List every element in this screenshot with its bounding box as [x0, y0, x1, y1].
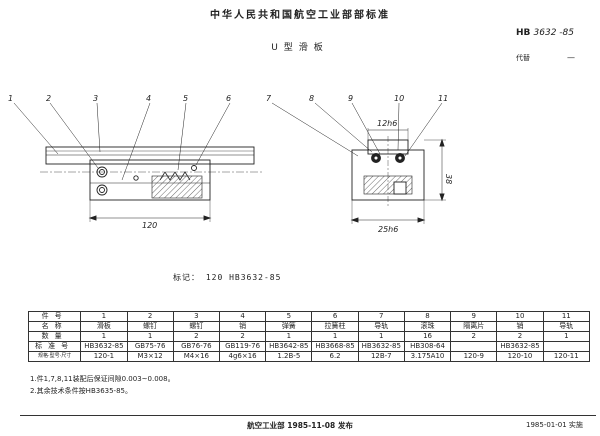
part-qty-cell: 2 [496, 331, 544, 342]
dim-slot: 12h6 [377, 119, 397, 128]
technical-drawing: 1 2 3 4 5 6 7 8 9 10 11 120 12h6 38 25h6 [8, 94, 453, 234]
part-name-cell: 销 [496, 321, 544, 332]
part-no-cell: 9 [450, 311, 498, 322]
part-name-cell: 导轨 [542, 321, 591, 332]
part-standard-cell: HB3632-85 [80, 341, 128, 352]
part-name-cell: 螺钉 [126, 321, 174, 332]
part-spec-cell: 4g6×16 [218, 351, 267, 362]
row-header: 标准号 [27, 341, 82, 352]
part-no-cell: 3 [172, 311, 220, 322]
effective-date: 1985-01-01 实施 [526, 421, 583, 429]
part-spec-cell: 120-10 [496, 351, 544, 362]
part-no-cell: 1 [80, 311, 128, 322]
note-2: 2.其余技术条件按HB3635-85。 [30, 387, 132, 395]
part-standard-cell: HB3668-85 [311, 341, 359, 352]
footer-divider [20, 415, 596, 416]
issuer-line: 航空工业部 1985-11-08 发布 [247, 421, 353, 430]
part-qty-cell: 1 [80, 331, 128, 342]
part-no-cell: 6 [311, 311, 359, 322]
part-no-cell: 10 [496, 311, 544, 322]
part-spec-cell: M3×12 [126, 351, 174, 362]
part-no-cell: 7 [357, 311, 405, 322]
table-row: 名称滑板螺钉螺钉销弹簧拉簧柱导轨滚珠隔离片销导轨 [27, 321, 591, 332]
part-name-cell: 隔离片 [450, 321, 498, 332]
part-name-cell: 拉簧柱 [311, 321, 359, 332]
callout-1: 1 [8, 94, 13, 103]
row-header: 数量 [27, 331, 82, 342]
part-qty-cell: 1 [126, 331, 174, 342]
row-header: 名称 [27, 321, 82, 332]
dim-height: 38 [444, 174, 453, 184]
part-no-cell: 2 [126, 311, 174, 322]
callout-10: 10 [394, 94, 404, 103]
callout-7: 7 [266, 94, 272, 103]
part-spec-cell: 12B-7 [357, 351, 405, 362]
marking-example: 标记： 120 HB3632-85 [173, 273, 282, 282]
part-name-cell: 滑板 [80, 321, 128, 332]
callout-3: 3 [93, 94, 98, 103]
part-standard-cell: HB3632-85 [496, 341, 544, 352]
part-spec-cell: 1.2B-5 [265, 351, 313, 362]
replaces-label: 代替 [516, 54, 530, 62]
part-qty-cell: 2 [450, 331, 498, 342]
part-spec-cell: 120-1 [80, 351, 128, 362]
callout-5: 5 [183, 94, 188, 103]
part-standard-cell: HB308-64 [403, 341, 452, 352]
part-qty-cell: 1 [357, 331, 405, 342]
replaces-value: — [567, 53, 575, 62]
part-qty-cell: 2 [172, 331, 220, 342]
standard-number: HB 3632 -85 [516, 28, 574, 38]
org-title: 中华人民共和国航空工业部部标准 [210, 10, 390, 21]
callout-8: 8 [309, 94, 314, 103]
part-name-cell: 滚珠 [403, 321, 452, 332]
part-qty-cell: 16 [403, 331, 452, 342]
part-name-cell: 销 [218, 321, 267, 332]
part-qty-cell: 2 [218, 331, 267, 342]
section-hatch [151, 175, 203, 199]
part-name-cell: 螺钉 [172, 321, 220, 332]
part-standard-cell: GB76-76 [172, 341, 220, 352]
dim-length: 120 [142, 221, 157, 230]
callout-9: 9 [348, 94, 353, 103]
standard-prefix: HB [516, 28, 531, 38]
part-spec-cell: 120-11 [542, 351, 591, 362]
part-standard-cell: HB3642-85 [265, 341, 313, 352]
callout-4: 4 [146, 94, 151, 103]
part-spec-cell: 120-9 [450, 351, 498, 362]
part-spec-cell: 6.2 [311, 351, 359, 362]
part-qty-cell: 1 [542, 331, 591, 342]
part-no-cell: 8 [403, 311, 452, 322]
dim-width: 25h6 [378, 225, 398, 234]
part-name-cell: 导轨 [357, 321, 405, 332]
part-no-cell: 5 [265, 311, 313, 322]
callout-6: 6 [226, 94, 231, 103]
part-standard-cell: HB3632-85 [357, 341, 405, 352]
part-qty-cell: 1 [265, 331, 313, 342]
page-title: U型滑板 [271, 43, 329, 53]
part-spec-cell: M4×16 [172, 351, 220, 362]
part-standard-cell [542, 341, 591, 352]
part-spec-cell: 3.175A10 [403, 351, 452, 362]
slider-body [89, 159, 211, 201]
row-header: 规格·型号·尺寸 [27, 351, 82, 362]
standard-code: 3632 -85 [533, 28, 575, 38]
part-standard-cell: GB119-76 [218, 341, 267, 352]
part-standard-cell: GB75-76 [126, 341, 174, 352]
rail-outline [45, 146, 255, 165]
row-header: 件号 [27, 311, 82, 322]
note-1: 1.件1,7,8,11装配后保证间隙0.003~0.008。 [30, 375, 175, 383]
part-no-cell: 4 [218, 311, 267, 322]
part-name-cell: 弹簧 [265, 321, 313, 332]
part-qty-cell: 1 [311, 331, 359, 342]
part-standard-cell [450, 341, 498, 352]
part-no-cell: 11 [542, 311, 591, 322]
callout-2: 2 [46, 94, 51, 103]
callout-11: 11 [438, 94, 448, 103]
